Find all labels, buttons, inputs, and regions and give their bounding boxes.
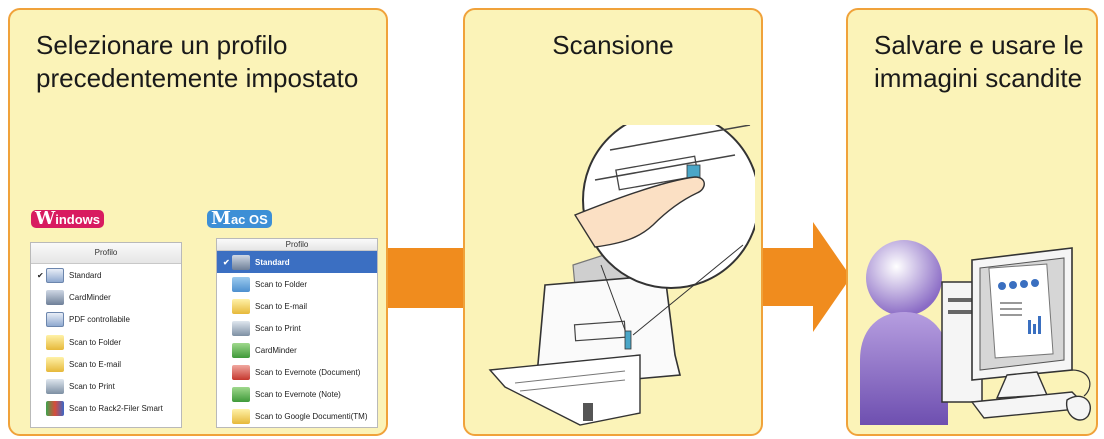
check-icon: ✔ <box>37 270 44 280</box>
mac-item-label: Scan to Evernote (Document) <box>255 367 361 377</box>
mac-item-label: Scan to Evernote (Note) <box>255 389 341 399</box>
select-title-line1: Selezionare un profilo <box>36 30 288 60</box>
mac-profile-item[interactable]: Scan to Evernote (Document) <box>217 361 377 383</box>
windows-item-label: Scan to Folder <box>69 337 122 347</box>
windows-profile-item[interactable]: PDF controllabile <box>31 309 181 331</box>
email-icon <box>46 356 64 372</box>
windows-profile-item[interactable]: Scan to Folder <box>31 331 181 353</box>
save-title: Salvare e usare le immagini scandite <box>874 29 1094 95</box>
rack2-filer-icon <box>46 401 64 417</box>
mac-item-label: Scan to E-mail <box>255 301 308 311</box>
select-profile-panel: Selezionare un profilo precedentemente i… <box>8 8 388 436</box>
mac-badge-rest: ac OS <box>230 212 268 227</box>
email-icon <box>232 298 250 314</box>
mac-profile-item[interactable]: Scan to Folder <box>217 273 377 295</box>
windows-list-header: Profilo <box>31 243 181 264</box>
mac-profile-item-selected[interactable]: ✔ Standard <box>217 251 377 273</box>
mac-profile-item[interactable]: Scan to Evernote (Note) <box>217 383 377 405</box>
evernote-note-icon <box>232 386 250 402</box>
windows-profile-item[interactable]: ✔ Standard <box>31 264 181 286</box>
windows-badge-rest: indows <box>55 212 100 227</box>
cardminder-icon <box>46 289 64 305</box>
flow-arrow-1 <box>386 248 466 308</box>
windows-logo: Windows <box>31 210 104 228</box>
pdf-icon <box>46 312 64 328</box>
google-docs-icon <box>232 408 250 424</box>
windows-profile-item[interactable]: Scan to Rack2-Filer Smart <box>31 398 181 420</box>
cardminder-icon <box>232 342 250 358</box>
standard-profile-icon <box>46 267 64 283</box>
windows-badge-initial: W <box>35 208 56 229</box>
windows-item-label: PDF controllabile <box>69 315 130 325</box>
macos-logo: Mac OS <box>207 210 272 228</box>
evernote-document-icon <box>232 364 250 380</box>
mac-item-label: Scan to Google Documenti(TM) <box>255 411 368 421</box>
save-title-line2: immagini scandite <box>874 63 1083 93</box>
mac-item-label: Standard <box>255 257 290 267</box>
windows-item-label: Scan to E-mail <box>69 359 122 369</box>
mac-item-label: CardMinder <box>255 345 297 355</box>
mac-profile-item[interactable]: Scan to Print <box>217 317 377 339</box>
check-icon: ✔ <box>223 257 230 267</box>
scanner-illustration <box>488 125 755 426</box>
folder-icon <box>232 276 250 292</box>
windows-profile-item[interactable]: CardMinder <box>31 286 181 308</box>
save-panel: Salvare e usare le immagini scandite <box>846 8 1098 436</box>
scan-panel: Scansione <box>463 8 763 436</box>
mac-profile-list: Profilo ✔ Standard Scan to Folder Scan to… <box>216 238 378 428</box>
windows-item-label: CardMinder <box>69 292 111 302</box>
select-title-line2: precedentemente impostato <box>36 63 359 93</box>
scan-title: Scansione <box>552 30 674 60</box>
windows-item-label: Standard <box>69 270 102 280</box>
windows-item-label: Scan to Rack2-Filer Smart <box>69 404 163 414</box>
folder-icon <box>46 334 64 350</box>
windows-profile-list: Profilo ✔ Standard CardMinder PDF control… <box>30 242 182 428</box>
standard-profile-icon <box>232 254 250 270</box>
mac-list-header: Profilo <box>217 239 377 251</box>
windows-profile-item[interactable]: Scan to Print <box>31 375 181 397</box>
printer-icon <box>46 379 64 395</box>
mac-badge-initial: M <box>211 208 231 229</box>
mac-profile-item[interactable]: Scan to E-mail <box>217 295 377 317</box>
windows-profile-item[interactable]: Scan to E-mail <box>31 353 181 375</box>
save-title-line1: Salvare e usare le <box>874 30 1084 60</box>
select-profile-title: Selezionare un profilo precedentemente i… <box>36 29 386 95</box>
printer-icon <box>232 320 250 336</box>
mac-item-label: Scan to Print <box>255 323 301 333</box>
windows-item-label: Scan to Print <box>69 382 115 392</box>
mac-item-label: Scan to Folder <box>255 279 308 289</box>
mac-profile-item[interactable]: CardMinder <box>217 339 377 361</box>
flow-arrow-2 <box>761 222 851 332</box>
person-computer-illustration <box>860 240 1091 425</box>
mac-profile-item[interactable]: Scan to Google Documenti(TM) <box>217 405 377 427</box>
